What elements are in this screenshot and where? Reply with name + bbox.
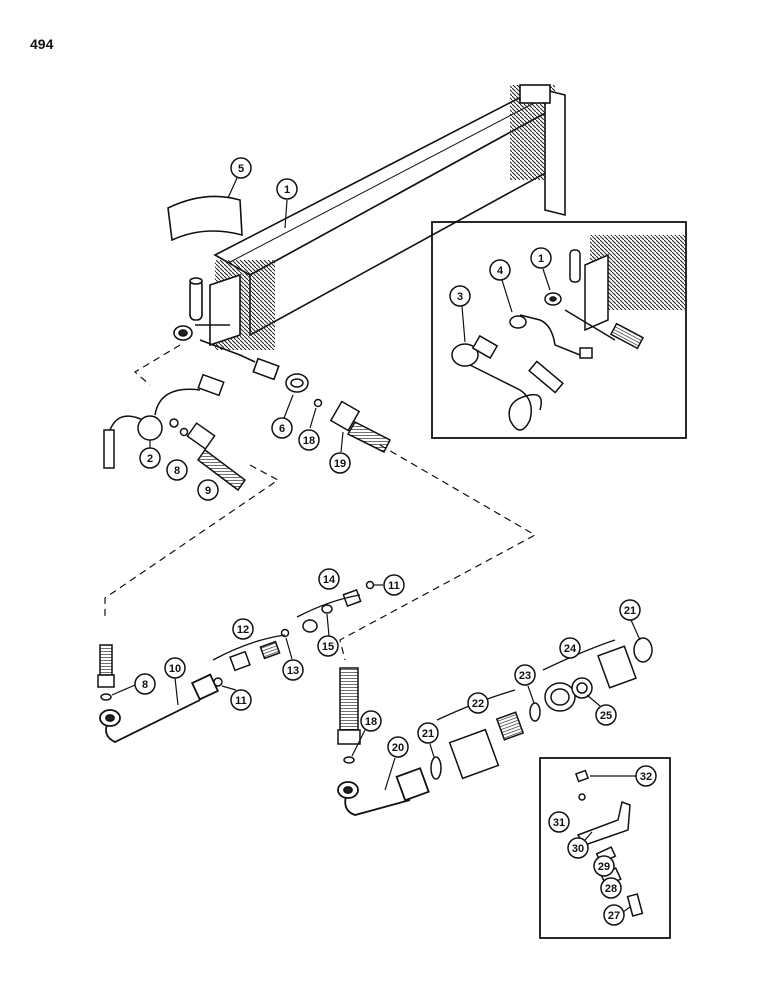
inset-tube: [509, 314, 593, 394]
connection-lines: [104, 344, 537, 661]
callout-8-top: 8: [166, 459, 188, 481]
callout-28: 28: [600, 877, 622, 899]
shim-part: [167, 195, 243, 242]
callout-inset-3: 3: [449, 285, 471, 343]
page-number: 494: [30, 36, 54, 52]
inset-box-bracket-detail: [539, 757, 671, 939]
callout-20: 20: [384, 736, 409, 791]
svg-text:6: 6: [279, 423, 285, 435]
svg-text:18: 18: [303, 435, 315, 447]
svg-text:19: 19: [334, 458, 346, 470]
inset-box-cooler-detail: [431, 221, 687, 439]
callout-19: 19: [329, 431, 351, 474]
callout-12: 12: [232, 618, 254, 640]
svg-text:30: 30: [572, 843, 584, 855]
callout-15: 15: [317, 613, 339, 657]
callout-1: 1: [276, 178, 298, 229]
seal-rings-group: [430, 637, 653, 780]
straight-connector: [329, 400, 392, 454]
callout-29: 29: [593, 855, 615, 877]
svg-text:8: 8: [174, 465, 180, 477]
threaded-fitting-left: [97, 644, 115, 701]
callout-11-bottom: 11: [221, 685, 252, 711]
svg-text:20: 20: [392, 742, 404, 754]
svg-text:5: 5: [238, 163, 244, 175]
callout-25: 25: [586, 694, 617, 726]
svg-text:15: 15: [322, 641, 334, 653]
callout-22: 22: [467, 692, 489, 714]
elbow-connector: [179, 422, 247, 492]
tube-assembly-10: [99, 673, 220, 743]
callout-8-bottom: 8: [111, 673, 156, 696]
svg-text:1: 1: [284, 184, 290, 196]
callout-6: 6: [271, 394, 294, 439]
inset-cooler: [544, 235, 686, 350]
svg-text:9: 9: [205, 485, 211, 497]
svg-text:3: 3: [457, 291, 463, 303]
svg-text:10: 10: [169, 663, 181, 675]
svg-text:32: 32: [640, 771, 652, 783]
callout-inset-4: 4: [489, 259, 513, 313]
svg-text:4: 4: [497, 265, 504, 277]
svg-text:28: 28: [605, 883, 617, 895]
small-fittings-group: [213, 580, 375, 687]
callout-18-bottom: 18: [351, 710, 382, 757]
svg-text:23: 23: [519, 670, 531, 682]
svg-text:11: 11: [388, 580, 400, 592]
temperature-sensor: [103, 373, 225, 469]
svg-text:11: 11: [235, 695, 247, 707]
callout-9: 9: [197, 479, 219, 501]
callout-21-left: 21: [417, 722, 439, 758]
callout-13: 13: [282, 637, 304, 681]
callout-27: 27: [603, 904, 631, 926]
oil-cooler: [173, 84, 566, 381]
callout-11-top: 11: [374, 574, 405, 596]
hose-clamp: [285, 373, 323, 408]
callout-31: 31: [548, 811, 570, 833]
tube-assembly-20: [337, 767, 430, 816]
svg-text:22: 22: [472, 698, 484, 710]
svg-text:1: 1: [538, 253, 544, 265]
callout-5: 5: [227, 157, 252, 199]
svg-text:2: 2: [147, 453, 153, 465]
callout-24: 24: [559, 637, 581, 659]
callout-18-top: 18: [298, 407, 320, 451]
callout-30: 30: [567, 831, 593, 859]
svg-text:27: 27: [608, 910, 620, 922]
callout-32: 32: [590, 765, 657, 787]
callout-21-right: 21: [619, 599, 641, 641]
svg-text:31: 31: [553, 817, 565, 829]
threaded-connector-middle: [337, 667, 361, 764]
callout-2: 2: [139, 440, 161, 469]
svg-text:21: 21: [624, 605, 636, 617]
callout-23: 23: [514, 664, 536, 704]
svg-text:13: 13: [287, 665, 299, 677]
svg-text:18: 18: [365, 716, 377, 728]
svg-text:8: 8: [142, 679, 148, 691]
svg-text:12: 12: [237, 624, 249, 636]
inset-thermostat: [451, 334, 542, 431]
callout-inset-1: 1: [530, 247, 552, 291]
svg-text:29: 29: [598, 861, 610, 873]
svg-text:25: 25: [600, 710, 612, 722]
svg-text:14: 14: [323, 574, 336, 586]
svg-text:24: 24: [564, 643, 577, 655]
callout-10: 10: [164, 657, 186, 706]
callout-14: 14: [318, 568, 340, 590]
svg-text:21: 21: [422, 728, 434, 740]
